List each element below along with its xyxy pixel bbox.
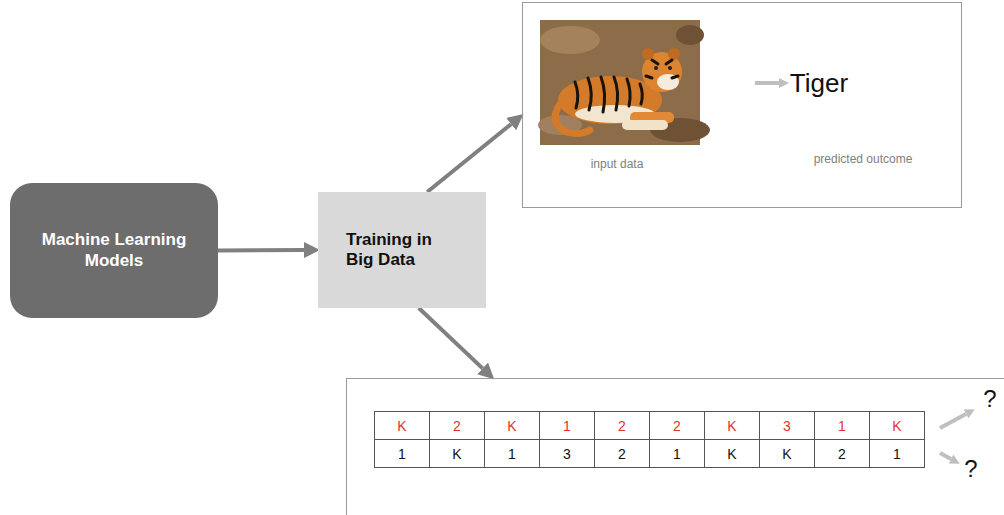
table-cell: 1 [869, 439, 925, 468]
table-cell: 1 [484, 439, 540, 468]
table-cell: K [869, 411, 925, 440]
result-arrow [755, 81, 779, 85]
table-cell: 2 [594, 439, 650, 468]
table-cell: K [759, 439, 815, 468]
table-cell: 1 [814, 411, 870, 440]
result-arrow [940, 414, 966, 428]
table-cell: K [374, 411, 430, 440]
node-label: Machine Learning Models [29, 230, 199, 271]
table-cell: K [484, 411, 540, 440]
process-box: Training in Big Data [318, 192, 486, 308]
table-cell: K [429, 439, 485, 468]
node-label: Training in Big Data [346, 230, 458, 271]
caption-text: input data [591, 157, 644, 171]
table-cell: 2 [649, 411, 705, 440]
ground-patch [676, 25, 704, 45]
table-cell: 1 [649, 439, 705, 468]
tiger-stripes [575, 60, 678, 112]
tiger-ear [642, 48, 654, 60]
tiger-photo [538, 20, 710, 145]
ground-patch [540, 26, 600, 54]
flow-arrow [419, 308, 483, 368]
result-arrow [940, 453, 951, 459]
table-cell: 2 [594, 411, 650, 440]
tiger-tail [555, 104, 590, 134]
tiger-leg [622, 120, 668, 130]
table-cell: 2 [429, 411, 485, 440]
flow-arrow [218, 248, 304, 252]
table-cell: K [704, 411, 760, 440]
tiger-eye [654, 66, 658, 70]
table-cell: 1 [539, 411, 595, 440]
table-cell: K [704, 439, 760, 468]
tiger-eye [668, 66, 672, 70]
model-box: Machine Learning Models [10, 183, 218, 318]
example-panel: Tiger input data predicted outcome [522, 2, 962, 208]
table-cell: 1 [374, 439, 430, 468]
flow-arrow [427, 124, 511, 192]
table-cell: 3 [539, 439, 595, 468]
tiger-ear [668, 48, 680, 60]
caption-text: predicted outcome [814, 152, 913, 166]
prediction-text: Tiger [790, 68, 848, 99]
tiger-muzzle [657, 74, 679, 90]
question-mark: ? [983, 385, 996, 414]
table-cell: 3 [759, 411, 815, 440]
question-mark: ? [964, 455, 977, 484]
table-cell: 2 [814, 439, 870, 468]
